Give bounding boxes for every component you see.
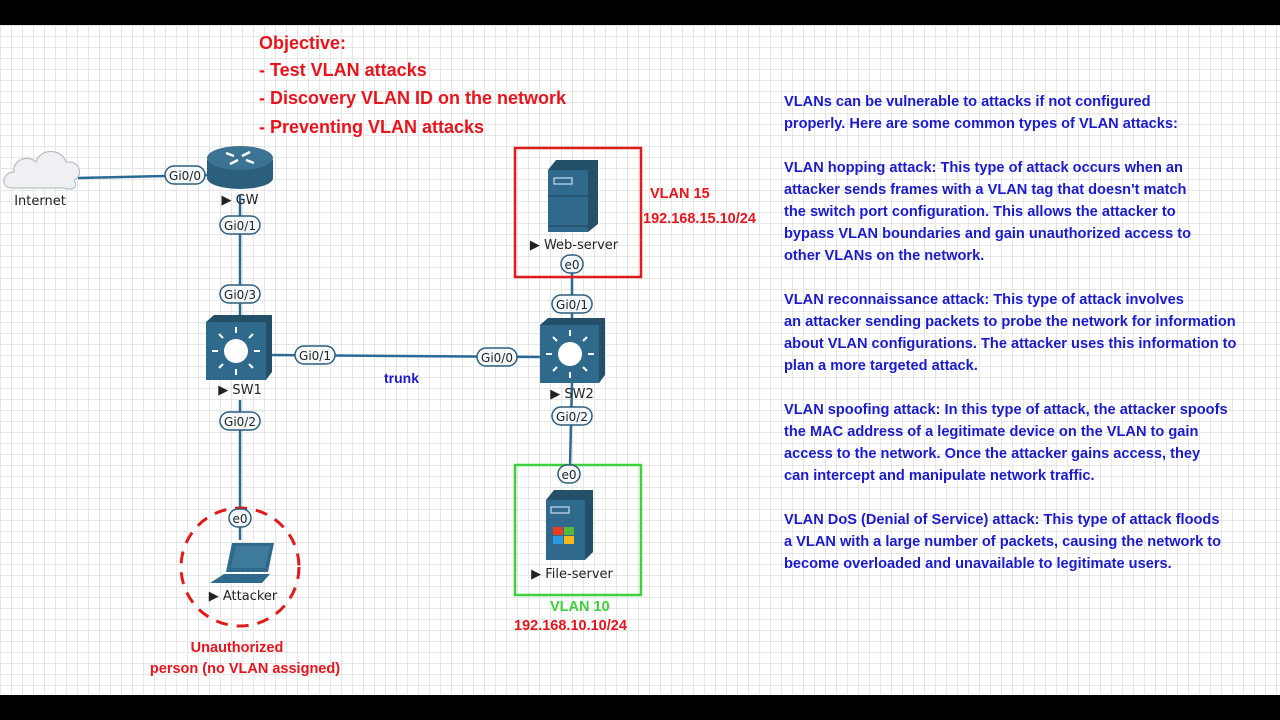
windows-server-icon <box>546 490 593 560</box>
switch-icon <box>540 318 605 383</box>
description-line: can intercept and manipulate network tra… <box>784 468 1095 484</box>
port-web-e0[interactable]: e0 <box>560 254 584 274</box>
node-label: Internet <box>14 194 66 209</box>
node-label: ▶ SW2 <box>550 387 594 402</box>
objective-title: Objective: <box>259 33 346 53</box>
server-icon <box>548 160 598 232</box>
cloud-icon <box>3 150 81 190</box>
svg-text:Gi0/0: Gi0/0 <box>481 351 513 365</box>
router-icon <box>207 146 273 189</box>
svg-text:Gi0/1: Gi0/1 <box>556 298 588 312</box>
svg-text:Gi0/3: Gi0/3 <box>224 288 256 302</box>
description-line: a VLAN with a large number of packets, c… <box>784 534 1221 550</box>
port-sw2-gi01[interactable]: Gi0/1 <box>551 294 593 314</box>
node-internet[interactable]: Internet <box>3 150 81 210</box>
description-line: an attacker sending packets to probe the… <box>784 314 1236 330</box>
port-sw2-gi02[interactable]: Gi0/2 <box>551 406 593 426</box>
svg-text:e0: e0 <box>564 258 579 272</box>
port-sw1-gi02[interactable]: Gi0/2 <box>219 411 261 431</box>
svg-text:Gi0/1: Gi0/1 <box>299 349 331 363</box>
description-line: the MAC address of a legitimate device o… <box>784 424 1198 440</box>
description-line: VLAN spoofing attack: In this type of at… <box>784 402 1228 418</box>
description-line: about VLAN configurations. The attacker … <box>784 336 1237 352</box>
objective-item: - Preventing VLAN attacks <box>259 117 484 137</box>
node-label: ▶ Attacker <box>209 589 278 604</box>
description-line: bypass VLAN boundaries and gain unauthor… <box>784 226 1191 242</box>
description-line: other VLANs on the network. <box>784 248 984 264</box>
node-gw[interactable]: ▶ GW <box>207 146 273 208</box>
node-label: ▶ GW <box>221 193 258 208</box>
trunk-label: trunk <box>384 370 419 386</box>
node-web-server[interactable]: ▶ Web-server <box>530 160 619 253</box>
svg-text:e0: e0 <box>232 512 247 526</box>
svg-text:Gi0/1: Gi0/1 <box>224 219 256 233</box>
node-label: ▶ Web-server <box>530 238 619 253</box>
svg-text:Gi0/0: Gi0/0 <box>169 169 201 183</box>
description-line: VLAN reconnaissance attack: This type of… <box>784 292 1184 308</box>
node-attacker[interactable]: ▶ Attacker <box>209 543 278 604</box>
switch-icon <box>206 315 272 380</box>
description-line: VLANs can be vulnerable to attacks if no… <box>784 94 1151 110</box>
topology-canvas: Objective: - Test VLAN attacks - Discove… <box>0 25 1280 695</box>
description-line: access to the network. Once the attacker… <box>784 446 1201 462</box>
description-line: plan a more targeted attack. <box>784 358 978 374</box>
topology-diagram: Objective: - Test VLAN attacks - Discove… <box>3 33 1237 677</box>
port-sw1-gi03[interactable]: Gi0/3 <box>219 284 261 304</box>
vlan-attacks-description: VLANs can be vulnerable to attacks if no… <box>784 94 1237 572</box>
attacker-note-line1: Unauthorized <box>191 640 284 656</box>
port-attacker-e0[interactable]: e0 <box>228 508 252 528</box>
objective-block: Objective: - Test VLAN attacks - Discove… <box>259 33 567 137</box>
svg-text:e0: e0 <box>561 468 576 482</box>
description-line: the switch port configuration. This allo… <box>784 204 1176 220</box>
attacker-note-line2: person (no VLAN assigned) <box>150 661 340 677</box>
port-sw2-gi00[interactable]: Gi0/0 <box>476 347 518 367</box>
objective-item: - Test VLAN attacks <box>259 60 427 80</box>
svg-text:Gi0/2: Gi0/2 <box>556 410 588 424</box>
port-sw1-gi01[interactable]: Gi0/1 <box>294 345 336 365</box>
port-gw-gi01[interactable]: Gi0/1 <box>219 215 261 235</box>
node-sw1[interactable]: ▶ SW1 <box>206 315 272 398</box>
objective-item: - Discovery VLAN ID on the network <box>259 88 567 108</box>
file-vlan-label: VLAN 10 <box>550 599 610 615</box>
description-line: VLAN hopping attack: This type of attack… <box>784 160 1183 176</box>
web-vlan-label: VLAN 15 <box>650 186 710 202</box>
port-gw-gi00[interactable]: Gi0/0 <box>164 165 206 185</box>
node-sw2[interactable]: ▶ SW2 <box>540 318 605 402</box>
svg-text:Gi0/2: Gi0/2 <box>224 415 256 429</box>
vlan10-highlight-box <box>513 463 643 597</box>
web-ip-label: 192.168.15.10/24 <box>643 211 756 227</box>
node-file-server[interactable]: ▶ File-server <box>531 490 614 582</box>
description-line: VLAN DoS (Denial of Service) attack: Thi… <box>784 512 1219 528</box>
laptop-icon <box>210 543 274 583</box>
description-line: become overloaded and unavailable to leg… <box>784 556 1172 572</box>
description-line: attacker sends frames with a VLAN tag th… <box>784 182 1187 198</box>
port-file-e0[interactable]: e0 <box>557 464 581 484</box>
node-label: ▶ SW1 <box>218 383 262 398</box>
file-ip-label: 192.168.10.10/24 <box>514 618 627 634</box>
vlan15-highlight-box <box>513 146 643 279</box>
description-line: properly. Here are some common types of … <box>784 116 1178 132</box>
node-label: ▶ File-server <box>531 567 613 582</box>
unauthorized-highlight-circle <box>179 506 301 628</box>
